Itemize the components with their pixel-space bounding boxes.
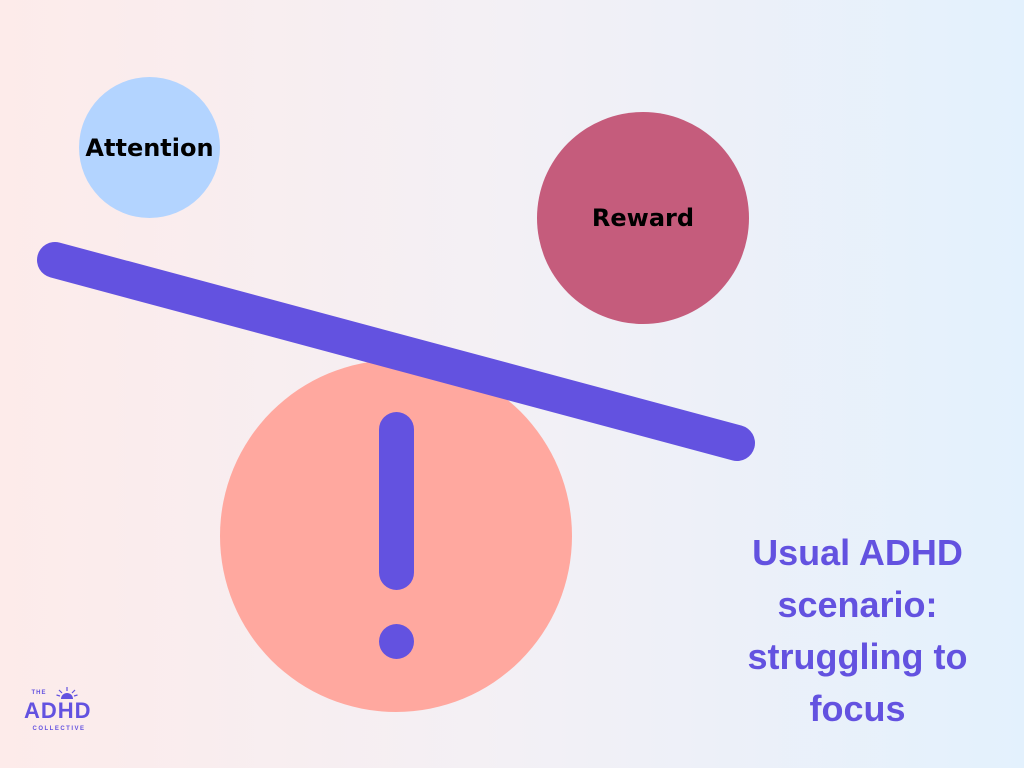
attention-circle: Attention bbox=[79, 77, 220, 218]
logo-subtitle: COLLECTIVE bbox=[32, 726, 86, 732]
diagram-caption: Usual ADHD scenario: struggling to focus bbox=[747, 532, 968, 729]
reward-circle: Reward bbox=[537, 112, 749, 324]
logo-the: THE bbox=[31, 690, 47, 696]
reward-label: Reward bbox=[591, 204, 695, 232]
adhd-collective-logo: THE ADHD COLLECTIVE bbox=[24, 686, 94, 738]
exclamation-dot bbox=[379, 624, 414, 659]
attention-label: Attention bbox=[85, 133, 214, 162]
sun-icon bbox=[56, 687, 78, 699]
logo-name: ADHD bbox=[24, 698, 92, 723]
exclamation-icon bbox=[379, 412, 414, 590]
seesaw-beam bbox=[37, 242, 755, 461]
